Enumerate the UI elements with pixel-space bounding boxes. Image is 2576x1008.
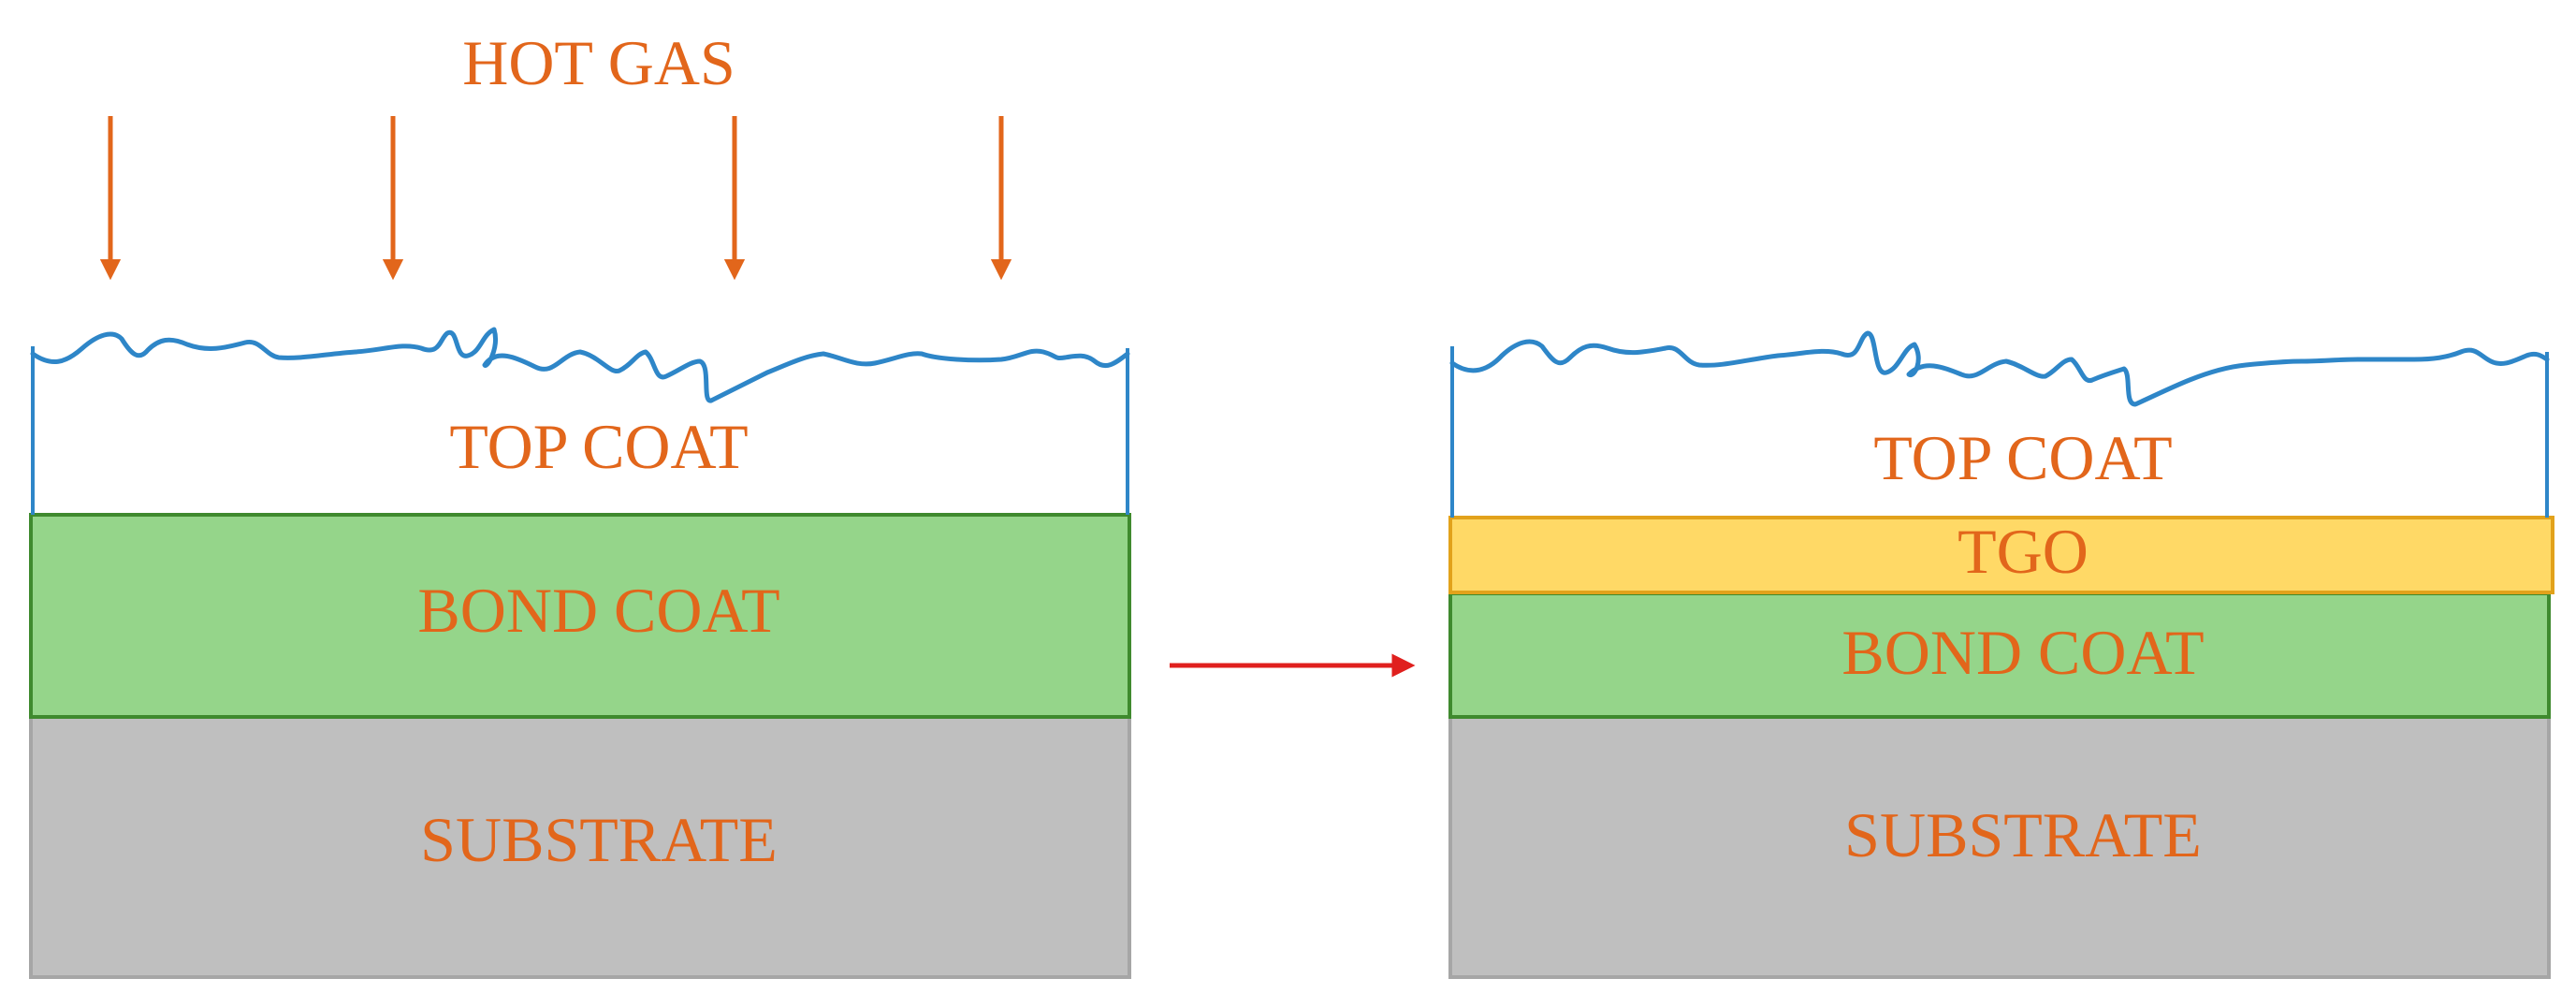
- before-panel: HOT GAS SUBSTRATE BOND COAT TOP COAT: [29, 27, 1131, 979]
- top-coat-rough-surface: [1449, 330, 2550, 407]
- after-panel: SUBSTRATE BOND COAT TGO TOP COAT: [1448, 330, 2554, 979]
- hot-gas-label: HOT GAS: [462, 27, 735, 98]
- top-coat-label: TOP COAT: [449, 411, 748, 482]
- top-coat-layer: [1449, 330, 2550, 518]
- hot-gas-arrows: [99, 116, 1012, 281]
- top-coat-rough-surface: [30, 327, 1130, 403]
- substrate-layer: [29, 715, 1131, 979]
- top-coat-layer: [30, 327, 1130, 515]
- bond-coat-layer: [1448, 592, 2551, 719]
- top-coat-label: TOP COAT: [1873, 422, 2172, 493]
- bond-coat-label: BOND COAT: [1841, 617, 2204, 688]
- tgo-label: TGO: [1957, 516, 2088, 587]
- substrate-label: SUBSTRATE: [420, 804, 778, 875]
- bond-coat-layer: [29, 513, 1131, 719]
- tgo-layer: [1448, 516, 2554, 594]
- substrate-label: SUBSTRATE: [1844, 799, 2202, 870]
- bond-coat-label: BOND COAT: [417, 575, 779, 646]
- substrate-layer: [1448, 715, 2551, 979]
